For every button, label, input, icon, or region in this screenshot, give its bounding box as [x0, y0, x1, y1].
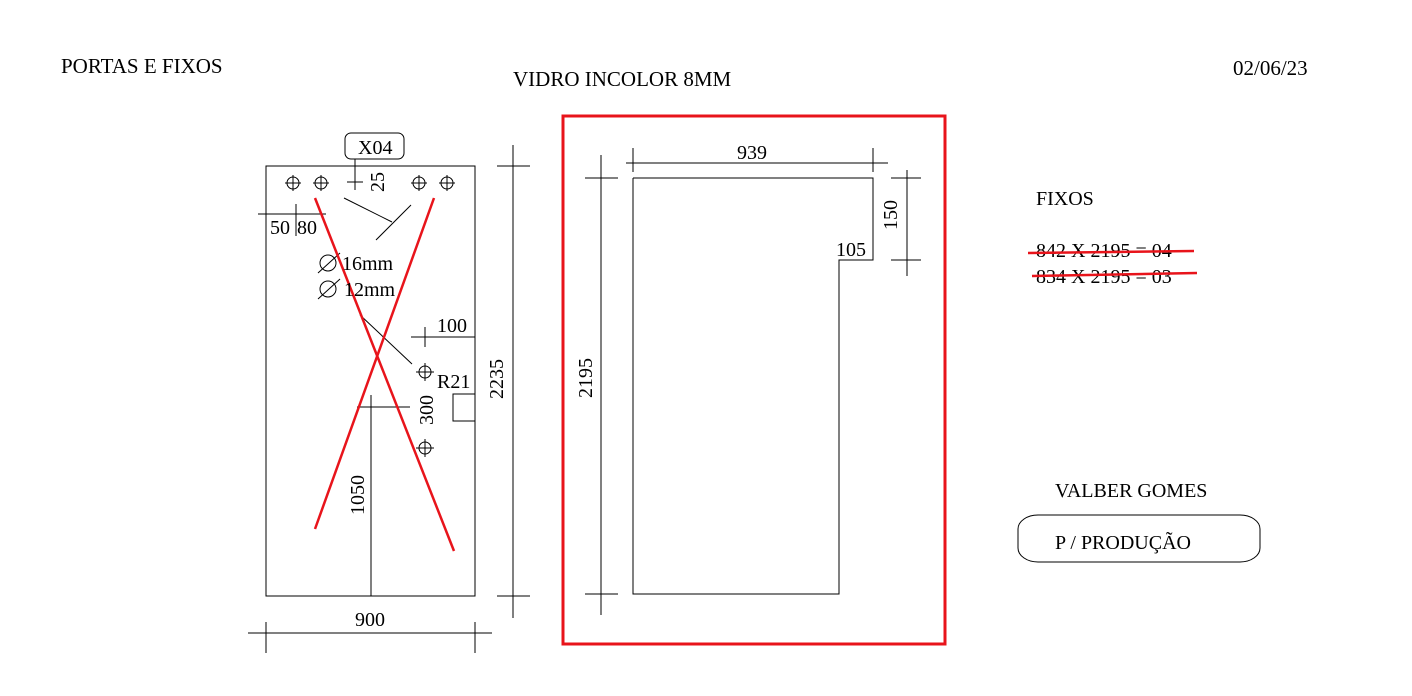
door-height-label: 2235: [486, 359, 508, 399]
door-width-label: 900: [355, 609, 385, 631]
fixed-notch-width-label: 105: [836, 239, 866, 261]
door-tag-label: X04: [358, 137, 392, 159]
fixed-list-item-2: 834 X 2195 = 03: [1036, 266, 1172, 288]
fixed-panel-outline: [632, 177, 874, 595]
fixed-panel-highlight-frame: [561, 114, 947, 646]
fixed-list-strikethrough: [1027, 249, 1198, 278]
drawing-date: 02/06/23: [1233, 56, 1308, 80]
door-notch: [452, 393, 475, 422]
fixed-width-label: 939: [737, 142, 767, 164]
hole-diameter-2-label: 12mm: [344, 279, 396, 301]
fixed-notch-height-label: 150: [880, 200, 902, 230]
door-notch-label: 300: [416, 395, 438, 425]
door-top-offset-label: 25: [367, 172, 389, 192]
door-cancel-cross: [313, 197, 456, 552]
author-name: VALBER GOMES: [1055, 480, 1207, 502]
door-handle-height-label: 1050: [347, 475, 369, 515]
glass-spec: VIDRO INCOLOR 8MM: [513, 67, 732, 91]
diameter-symbols: [317, 252, 341, 300]
fixed-list-heading: FIXOS: [1036, 188, 1094, 210]
door-hinge-offset-label: 100: [437, 315, 467, 337]
fixed-height-label: 2195: [575, 358, 597, 398]
stamp-box: [1017, 514, 1261, 563]
door-radius-label: R21: [437, 371, 470, 393]
stamp-label: P / PRODUÇÃO: [1055, 530, 1191, 554]
door-side-holes: [416, 363, 434, 457]
door-top-holes: [285, 175, 455, 191]
door-hole-x1-label: 50: [270, 217, 290, 239]
hole-diameter-1-label: 16mm: [342, 253, 394, 275]
door-tag-box: [344, 132, 405, 160]
door-hole-x2-label: 80: [297, 217, 317, 239]
drawing-title: PORTAS E FIXOS: [61, 54, 223, 78]
